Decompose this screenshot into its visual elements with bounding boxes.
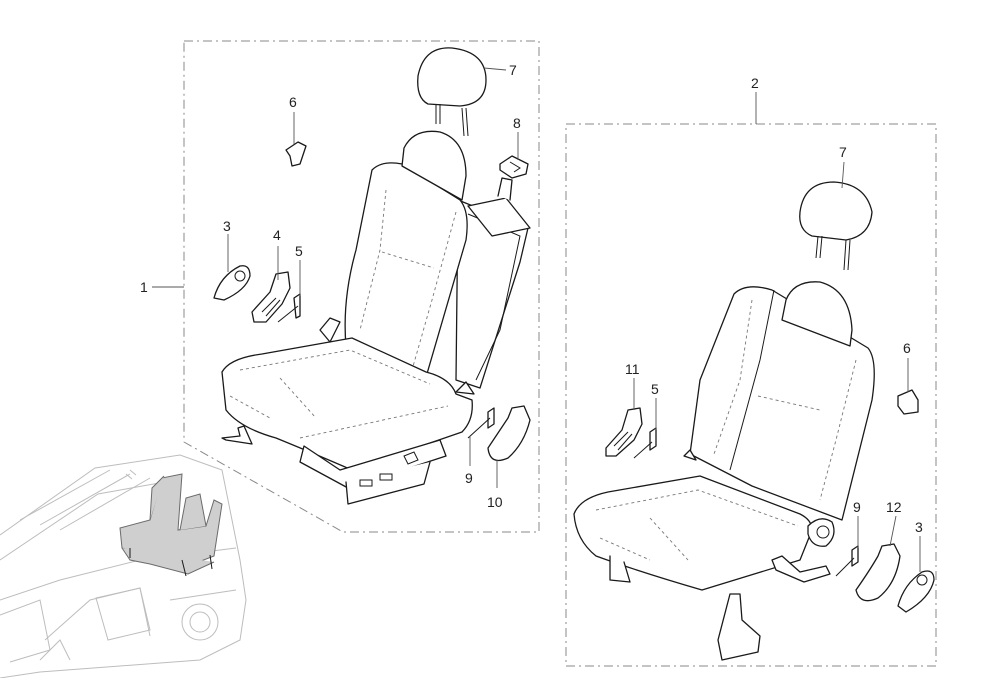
callout-10: 10 (487, 494, 503, 510)
assembly-1-frame (183, 40, 540, 533)
callout-9-a: 9 (465, 470, 473, 486)
part-5-bracket-a (277, 293, 301, 323)
assembly-2-frame (565, 123, 937, 667)
vehicle-locator (0, 454, 247, 678)
part-3-recliner-cover-a (213, 265, 251, 301)
callout-9-b: 9 (853, 499, 861, 515)
callout-8: 8 (513, 115, 521, 131)
callout-5-b: 5 (651, 381, 659, 397)
part-7-headrest-a (417, 47, 487, 137)
leader-lines (152, 67, 921, 572)
callout-2: 2 (751, 75, 759, 91)
part-3-recliner-cover-b (897, 570, 935, 613)
part-7-headrest-b (799, 181, 873, 271)
part-6-clip-b (897, 389, 919, 415)
callout-labels: 1 2 3 4 5 6 7 8 9 10 7 6 11 5 9 12 3 (140, 62, 923, 535)
part-9-lever-a (467, 407, 495, 439)
callout-1: 1 (140, 279, 148, 295)
part-8-latch-cover (499, 155, 529, 179)
part-11-side-trim (605, 407, 643, 457)
seat-assembly-1 (221, 130, 531, 505)
callout-4: 4 (273, 227, 281, 243)
callout-5-a: 5 (295, 243, 303, 259)
seat-assembly-2 (573, 281, 875, 661)
highlighted-seats (119, 473, 223, 577)
part-12-side-cover (855, 543, 901, 602)
callout-6-a: 6 (289, 94, 297, 110)
callout-7-a: 7 (509, 62, 517, 78)
callout-3-a: 3 (223, 218, 231, 234)
part-4-side-trim (251, 271, 291, 323)
part-10-side-cover (487, 405, 531, 462)
callout-11: 11 (625, 361, 640, 377)
part-6-clip-a (285, 141, 307, 167)
callout-7-b: 7 (839, 144, 847, 160)
callout-6-b: 6 (903, 340, 911, 356)
callout-12: 12 (886, 499, 902, 515)
callout-3-b: 3 (915, 519, 923, 535)
part-5-bracket-b (633, 427, 657, 459)
part-9-lever-b (835, 545, 859, 577)
